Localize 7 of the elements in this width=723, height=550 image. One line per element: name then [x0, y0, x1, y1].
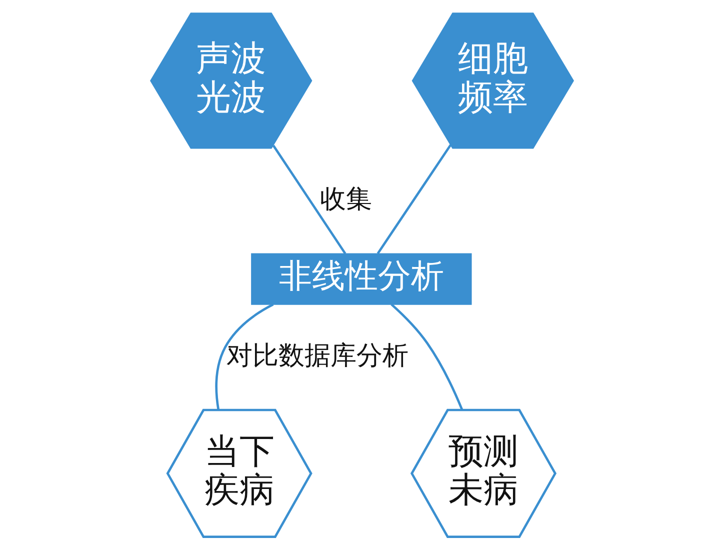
connector — [214, 303, 274, 410]
node-box: 非线性分析 — [250, 253, 472, 305]
connector — [376, 144, 452, 254]
edge-label: 收集 — [320, 184, 372, 215]
connector — [390, 304, 463, 410]
connector — [272, 144, 346, 254]
edge-label: 对比数据库分析 — [226, 340, 408, 371]
